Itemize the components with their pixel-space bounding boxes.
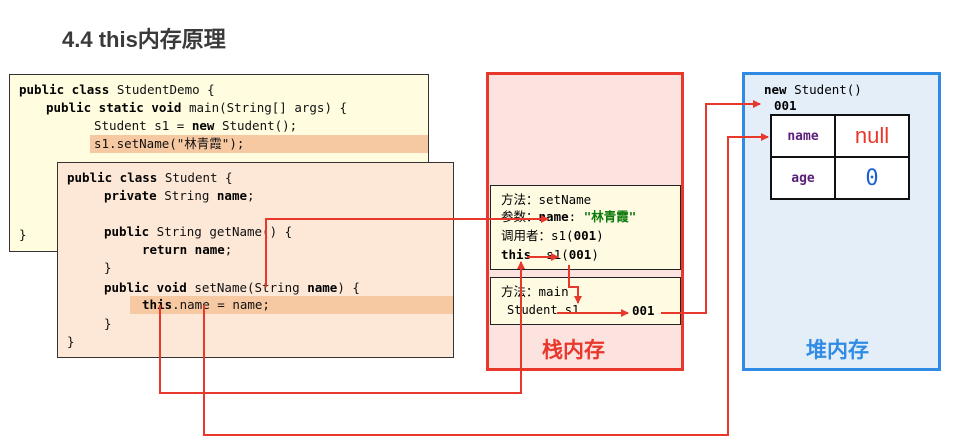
code-line: Student s1 = new Student(); <box>94 118 298 133</box>
frame-caller: 调用者：s1(001) <box>501 228 604 243</box>
code-line-this-assign: this.name = name; <box>142 297 270 312</box>
stack-label: 栈内存 <box>542 339 605 362</box>
code-line: return name; <box>142 242 233 257</box>
frame-method: 方法：setName <box>501 192 592 207</box>
frame-param: 参数：name: "林青霞" <box>501 209 637 224</box>
setname-stack-frame: 方法：setName 参数：name: "林青霞" 调用者：s1(001) th… <box>490 185 681 270</box>
code-line-setname-call: s1.setName("林青霞"); <box>94 136 245 151</box>
code-line: private String name; <box>104 188 255 203</box>
code-line: } <box>104 260 112 275</box>
arrow-s1-down <box>568 265 582 304</box>
code-line: public static void main(String[] args) { <box>46 100 348 115</box>
arrow-addr-heap <box>661 100 761 314</box>
arrow-param <box>265 215 549 287</box>
highlight <box>90 135 428 153</box>
heap-address: 001 <box>774 98 797 113</box>
code-line: public class Student { <box>67 170 233 185</box>
arrow-this-name <box>159 261 525 394</box>
page-title: 4.4 this内存原理 <box>62 27 226 52</box>
field-name-value: null <box>834 114 910 158</box>
field-name-label: name <box>770 114 836 158</box>
code-line: public String getName() { <box>104 224 293 239</box>
frame-method: 方法：main <box>501 284 569 299</box>
frame-addr: 001 <box>632 303 655 318</box>
field-age-value: 0 <box>834 156 910 200</box>
heap-label: 堆内存 <box>806 339 869 362</box>
code-line: public class StudentDemo { <box>19 82 215 97</box>
arrow-name-field <box>203 133 769 436</box>
heap-new-student: new Student() <box>764 82 862 97</box>
highlight <box>130 296 453 314</box>
code-line: } <box>19 227 27 242</box>
code-line: } <box>67 334 75 349</box>
code-line: public void setName(String name) { <box>104 280 360 295</box>
student-class-code: public class Student { private String na… <box>57 162 454 358</box>
code-line: } <box>104 316 112 331</box>
